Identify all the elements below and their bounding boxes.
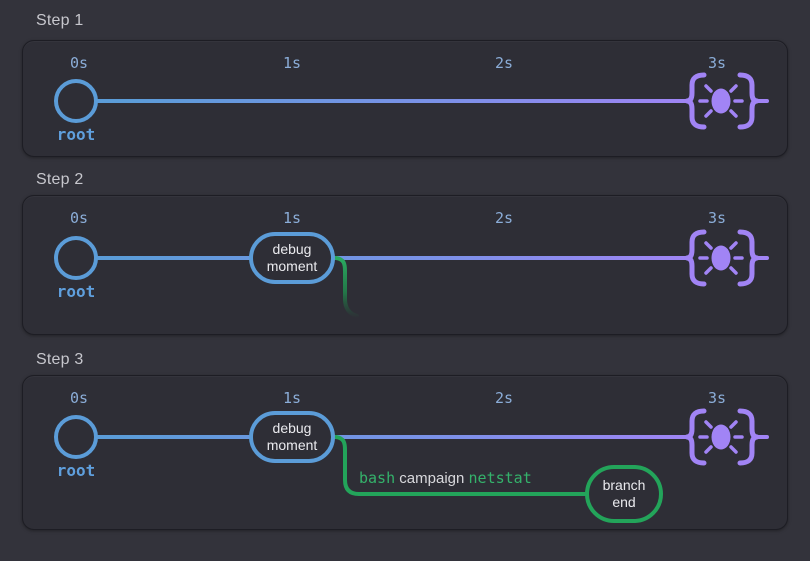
root-node-label: root	[56, 125, 96, 144]
branch-command-netstat: netstat	[468, 469, 532, 487]
left-brace-icon	[684, 72, 707, 130]
flash-rays-icon	[698, 84, 744, 118]
time-label-3s: 3s	[707, 209, 727, 227]
flash-bulb-icon	[711, 424, 731, 450]
right-brace-icon	[737, 229, 760, 287]
right-brace-icon	[737, 72, 760, 130]
branch-stub-line	[334, 256, 359, 318]
step-3-panel: 0s 1s 2s 3s root deb	[22, 375, 788, 530]
time-label-0s: 0s	[69, 209, 89, 227]
root-node-label: root	[56, 461, 96, 480]
braces-flash-icon[interactable]	[684, 229, 760, 287]
time-label-2s: 2s	[494, 389, 514, 407]
branch-command-label: bash campaign netstat	[359, 469, 532, 487]
flash-bulb-icon	[711, 88, 731, 114]
branch-end-node[interactable]: branch end	[585, 465, 663, 523]
step-2-panel: 0s 1s 2s 3s	[22, 195, 788, 335]
root-node[interactable]	[54, 415, 98, 459]
flash-bulb-icon	[711, 245, 731, 271]
right-brace-icon	[737, 408, 760, 466]
braces-flash-icon[interactable]	[684, 72, 760, 130]
time-label-0s: 0s	[69, 54, 89, 72]
time-label-1s: 1s	[282, 54, 302, 72]
root-node[interactable]	[54, 79, 98, 123]
left-brace-icon	[684, 408, 707, 466]
branch-command-bash: bash	[359, 469, 396, 487]
time-label-3s: 3s	[707, 54, 727, 72]
flash-rays-icon	[698, 420, 744, 454]
step-2-label: Step 2	[36, 171, 84, 188]
timeline-graphic	[96, 408, 769, 496]
braces-flash-icon[interactable]	[684, 408, 760, 466]
timeline-graphic	[96, 72, 769, 130]
time-label-2s: 2s	[494, 209, 514, 227]
time-label-2s: 2s	[494, 54, 514, 72]
step-1-panel: 0s 1s 2s 3s root	[22, 40, 788, 157]
debug-moment-node[interactable]: debug moment	[249, 411, 335, 463]
branch-command-middle: campaign	[399, 470, 465, 487]
time-label-0s: 0s	[69, 389, 89, 407]
time-label-1s: 1s	[282, 209, 302, 227]
flash-rays-icon	[698, 241, 744, 275]
step-3-label: Step 3	[36, 351, 84, 368]
branch-line	[334, 435, 587, 496]
step-1-label: Step 1	[36, 12, 84, 29]
root-node[interactable]	[54, 236, 98, 280]
time-label-3s: 3s	[707, 389, 727, 407]
left-brace-icon	[684, 229, 707, 287]
time-label-1s: 1s	[282, 389, 302, 407]
root-node-label: root	[56, 282, 96, 301]
timeline-graphic	[96, 229, 769, 318]
debug-moment-node[interactable]: debug moment	[249, 232, 335, 284]
